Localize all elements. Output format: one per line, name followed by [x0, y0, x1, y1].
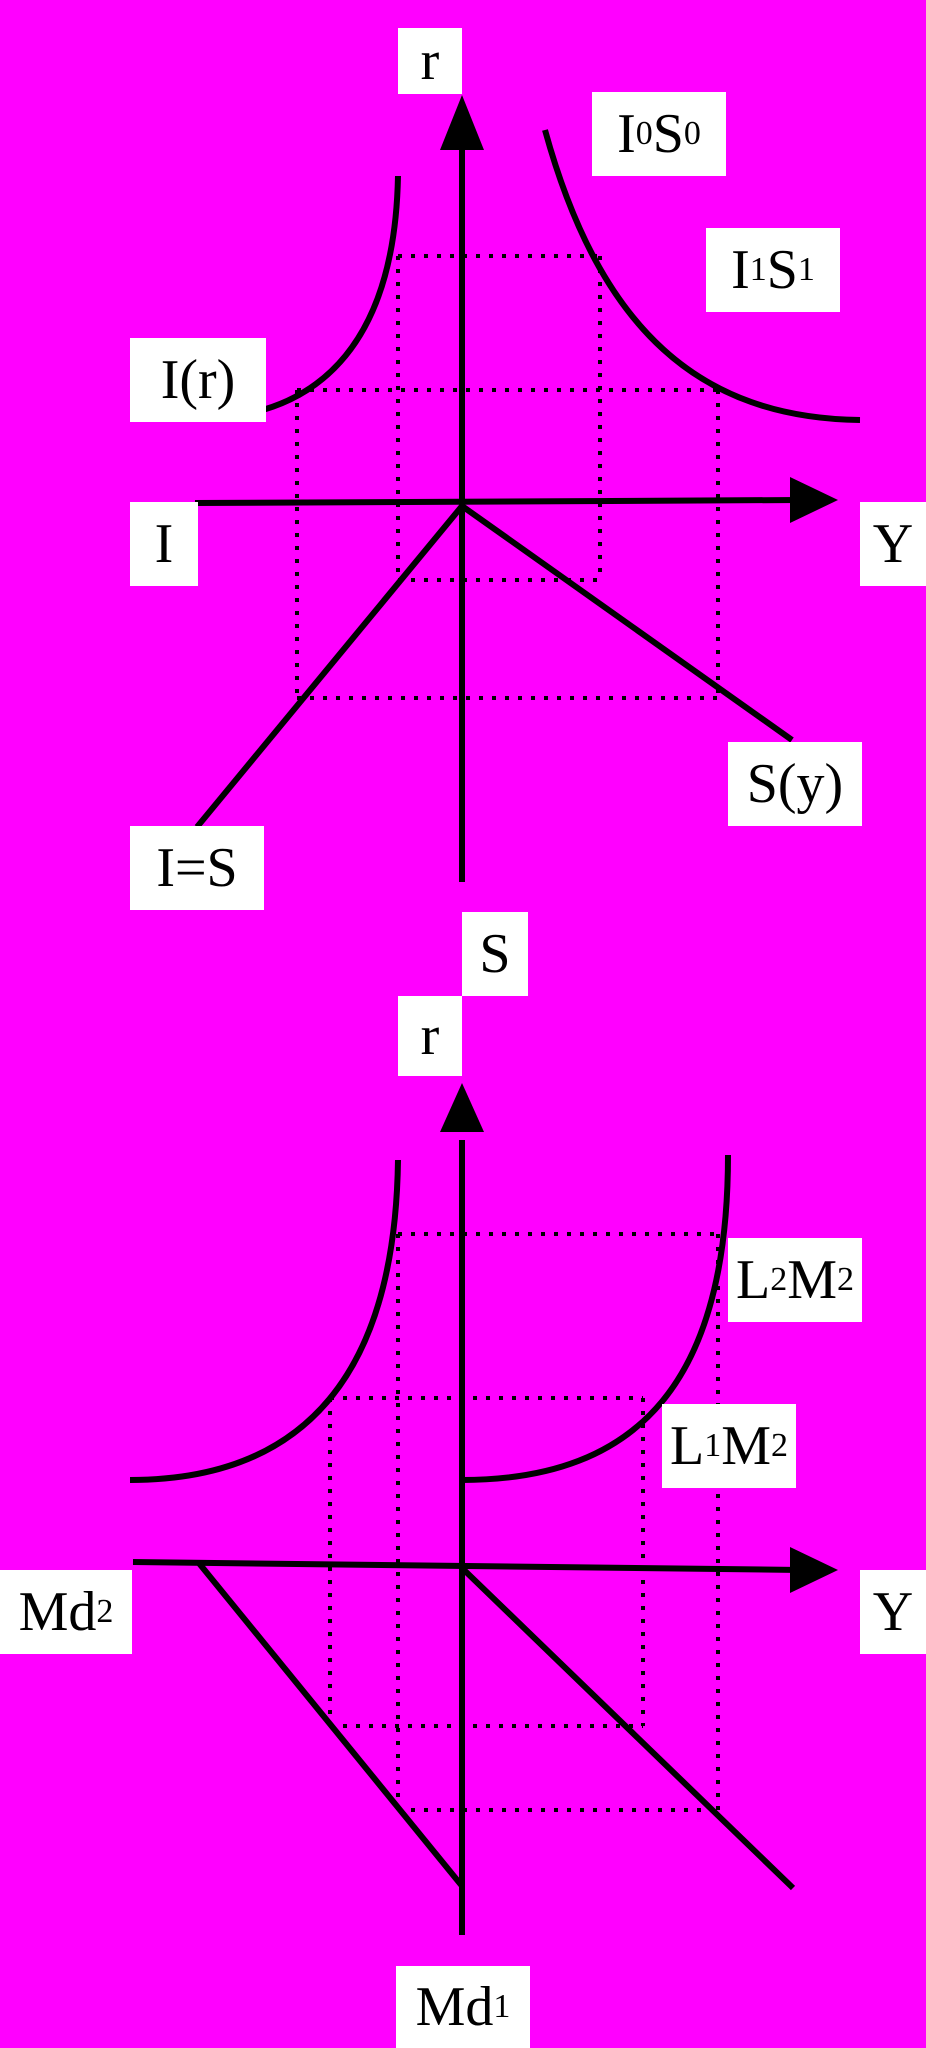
bottom-y-axis-label: Y: [860, 1570, 926, 1654]
top-panel: [191, 95, 861, 882]
label-i-equals-s: I=S: [130, 826, 264, 910]
label-i0s0-a: I: [617, 103, 636, 165]
money-demand-curve-right: [461, 1154, 731, 1483]
top-dotted-guides: [295, 254, 720, 700]
bottom-y-arrowhead: [790, 1547, 838, 1593]
top-r-axis-label: r: [398, 28, 462, 94]
money-demand-curve-left: [129, 1159, 401, 1483]
bottom-dotted-guides: [328, 1232, 720, 1812]
label-investment-axis-i: I: [130, 502, 198, 586]
equality-line-i-eq-s: [194, 504, 465, 829]
bottom-horizontal-axis: [132, 1559, 801, 1573]
label-saving-sy: S(y): [728, 742, 862, 826]
bottom-panel: [129, 1083, 838, 1935]
top-y-axis-label: Y: [860, 502, 926, 586]
label-investment-ir: I(r): [130, 338, 266, 422]
is-curve: [542, 129, 861, 423]
top-horizontal-axis: [194, 497, 801, 506]
saving-line-sy: [460, 503, 794, 743]
bottom-r-arrowhead: [440, 1083, 484, 1132]
top-r-arrowhead: [440, 95, 484, 150]
bottom-r-axis-label: r: [398, 996, 462, 1076]
diagonal-line-right: [459, 1565, 796, 1891]
label-saving-axis-s: S: [462, 912, 528, 996]
top-y-arrowhead: [790, 477, 838, 523]
